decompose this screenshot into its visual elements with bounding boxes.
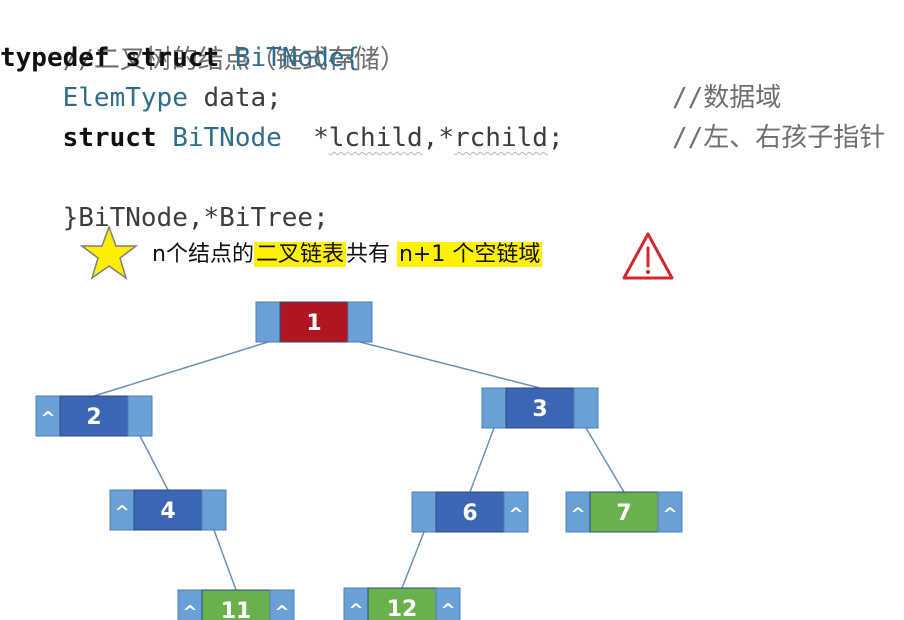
tree-node-6: 6^ xyxy=(411,491,529,533)
tree-node-3: 3 xyxy=(481,387,599,429)
data-field xyxy=(279,301,349,343)
tree-node-7: 7 ^ ^ xyxy=(565,491,683,533)
left-null-marker: ^ xyxy=(182,602,197,620)
tree-edge-n3-n6 xyxy=(469,427,495,493)
left-pointer-field xyxy=(481,387,507,429)
note-part1: n个结点的 xyxy=(152,242,254,267)
pointer-comma: ,* xyxy=(422,123,454,153)
data-field xyxy=(505,387,575,429)
node-label: 7 xyxy=(616,501,631,526)
code-line-comment: //二叉树的结点（链式存储） xyxy=(0,0,406,75)
struct-name-open: BiTNode{ xyxy=(234,43,361,73)
left-null-marker: ^ xyxy=(570,504,585,525)
code-comment-title: //二叉树的结点（链式存储） xyxy=(62,45,406,75)
left-pointer-field xyxy=(255,301,281,343)
node-label: 4 xyxy=(160,499,175,524)
right-pointer-field xyxy=(573,387,599,429)
comment-pointers: //左、右孩子指针 xyxy=(672,123,886,153)
right-pointer-field xyxy=(269,589,295,620)
tree-node-2: 2^ xyxy=(35,395,153,437)
type-bitnode: BiTNode xyxy=(172,123,282,153)
tree-edge-n3-n7 xyxy=(585,427,625,493)
left-null-marker: ^ xyxy=(348,600,363,620)
note-line: n个结点的二叉链表共有 n+1 个空链域 xyxy=(80,222,700,282)
type-elemtype: ElemType xyxy=(62,83,188,113)
right-null-marker: ^ xyxy=(508,504,523,525)
data-field xyxy=(59,395,129,437)
tree-node-12: 12 ^ ^ xyxy=(343,587,461,620)
left-pointer-field xyxy=(565,491,591,533)
left-pointer-field xyxy=(411,491,437,533)
field-data: data; xyxy=(203,83,282,113)
warning-triangle-icon xyxy=(622,232,674,280)
right-null-marker: ^ xyxy=(274,602,289,620)
node-label: 2 xyxy=(86,405,101,430)
right-pointer-field xyxy=(657,491,683,533)
pointer-semicolon: ; xyxy=(547,123,564,153)
keyword-typedef: typedef xyxy=(0,43,110,73)
code-line-typedef: typedef struct BiTNode{ xyxy=(0,38,360,78)
pointer-star: * xyxy=(313,123,329,153)
right-pointer-field xyxy=(503,491,529,533)
tree-edge-n1-n3 xyxy=(359,341,541,389)
note-highlight-null-count: n+1 个空链域 xyxy=(396,242,543,267)
left-pointer-field xyxy=(109,489,135,531)
right-pointer-field xyxy=(347,301,373,343)
data-field xyxy=(367,587,437,620)
right-pointer-field xyxy=(435,587,461,620)
node-label: 12 xyxy=(387,597,418,620)
tree-edge-n4-n11 xyxy=(213,529,237,591)
left-pointer-field xyxy=(35,395,61,437)
tree-node-4: 4^ xyxy=(109,489,227,531)
node-label: 1 xyxy=(306,311,321,336)
right-null-marker: ^ xyxy=(662,504,677,525)
field-rchild: rchild xyxy=(453,123,548,153)
tree-edge-n2-n4 xyxy=(139,435,169,491)
code-closing: }BiTNode,*BiTree; xyxy=(62,203,329,233)
note-highlight-binary-list: 二叉链表 xyxy=(253,242,346,267)
tree-node-11: 11 ^ ^ xyxy=(177,589,295,620)
left-null-marker: ^ xyxy=(114,502,129,523)
code-line-data: ElemType data; //数据域 xyxy=(0,78,904,118)
right-pointer-field xyxy=(201,489,227,531)
right-null-marker: ^ xyxy=(440,600,455,620)
keyword-struct: struct xyxy=(125,43,220,73)
node-label: 11 xyxy=(221,599,252,620)
node-label: 3 xyxy=(532,397,547,422)
keyword-struct-2: struct xyxy=(62,123,157,153)
code-line-pointers: struct BiTNode *lchild,*rchild; //左、右孩子指针 xyxy=(0,118,904,158)
code-line-closing: }BiTNode,*BiTree; xyxy=(0,158,329,233)
tree-edge-n1-n2 xyxy=(93,341,269,397)
field-lchild: lchild xyxy=(328,123,423,153)
tree-node-1: 1 xyxy=(255,301,373,343)
data-field xyxy=(435,491,505,533)
left-null-marker: ^ xyxy=(40,408,55,429)
comment-data-field: //数据域 xyxy=(672,83,782,113)
tree-edge-n6-n12 xyxy=(401,531,425,589)
star-icon xyxy=(80,224,139,280)
right-pointer-field xyxy=(127,395,153,437)
node-label: 6 xyxy=(462,501,477,526)
note-part2: 共有 xyxy=(345,242,390,267)
note-text: n个结点的二叉链表共有 n+1 个空链域 xyxy=(152,236,543,268)
